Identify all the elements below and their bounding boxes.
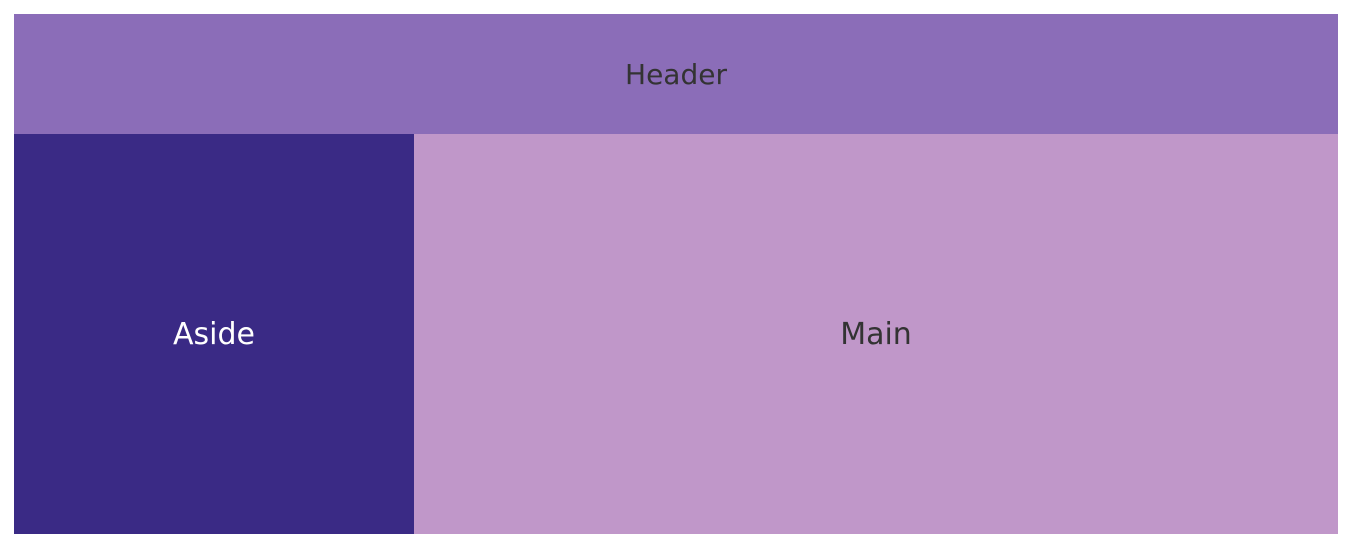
header-label: Header <box>625 57 727 91</box>
aside-label: Aside <box>173 316 255 352</box>
header-section: Header <box>14 14 1338 134</box>
aside-section: Aside <box>14 134 414 534</box>
content-row: Aside Main <box>14 134 1338 534</box>
page-layout: Header Aside Main <box>14 14 1338 534</box>
main-section: Main <box>414 134 1338 534</box>
main-label: Main <box>840 316 912 352</box>
